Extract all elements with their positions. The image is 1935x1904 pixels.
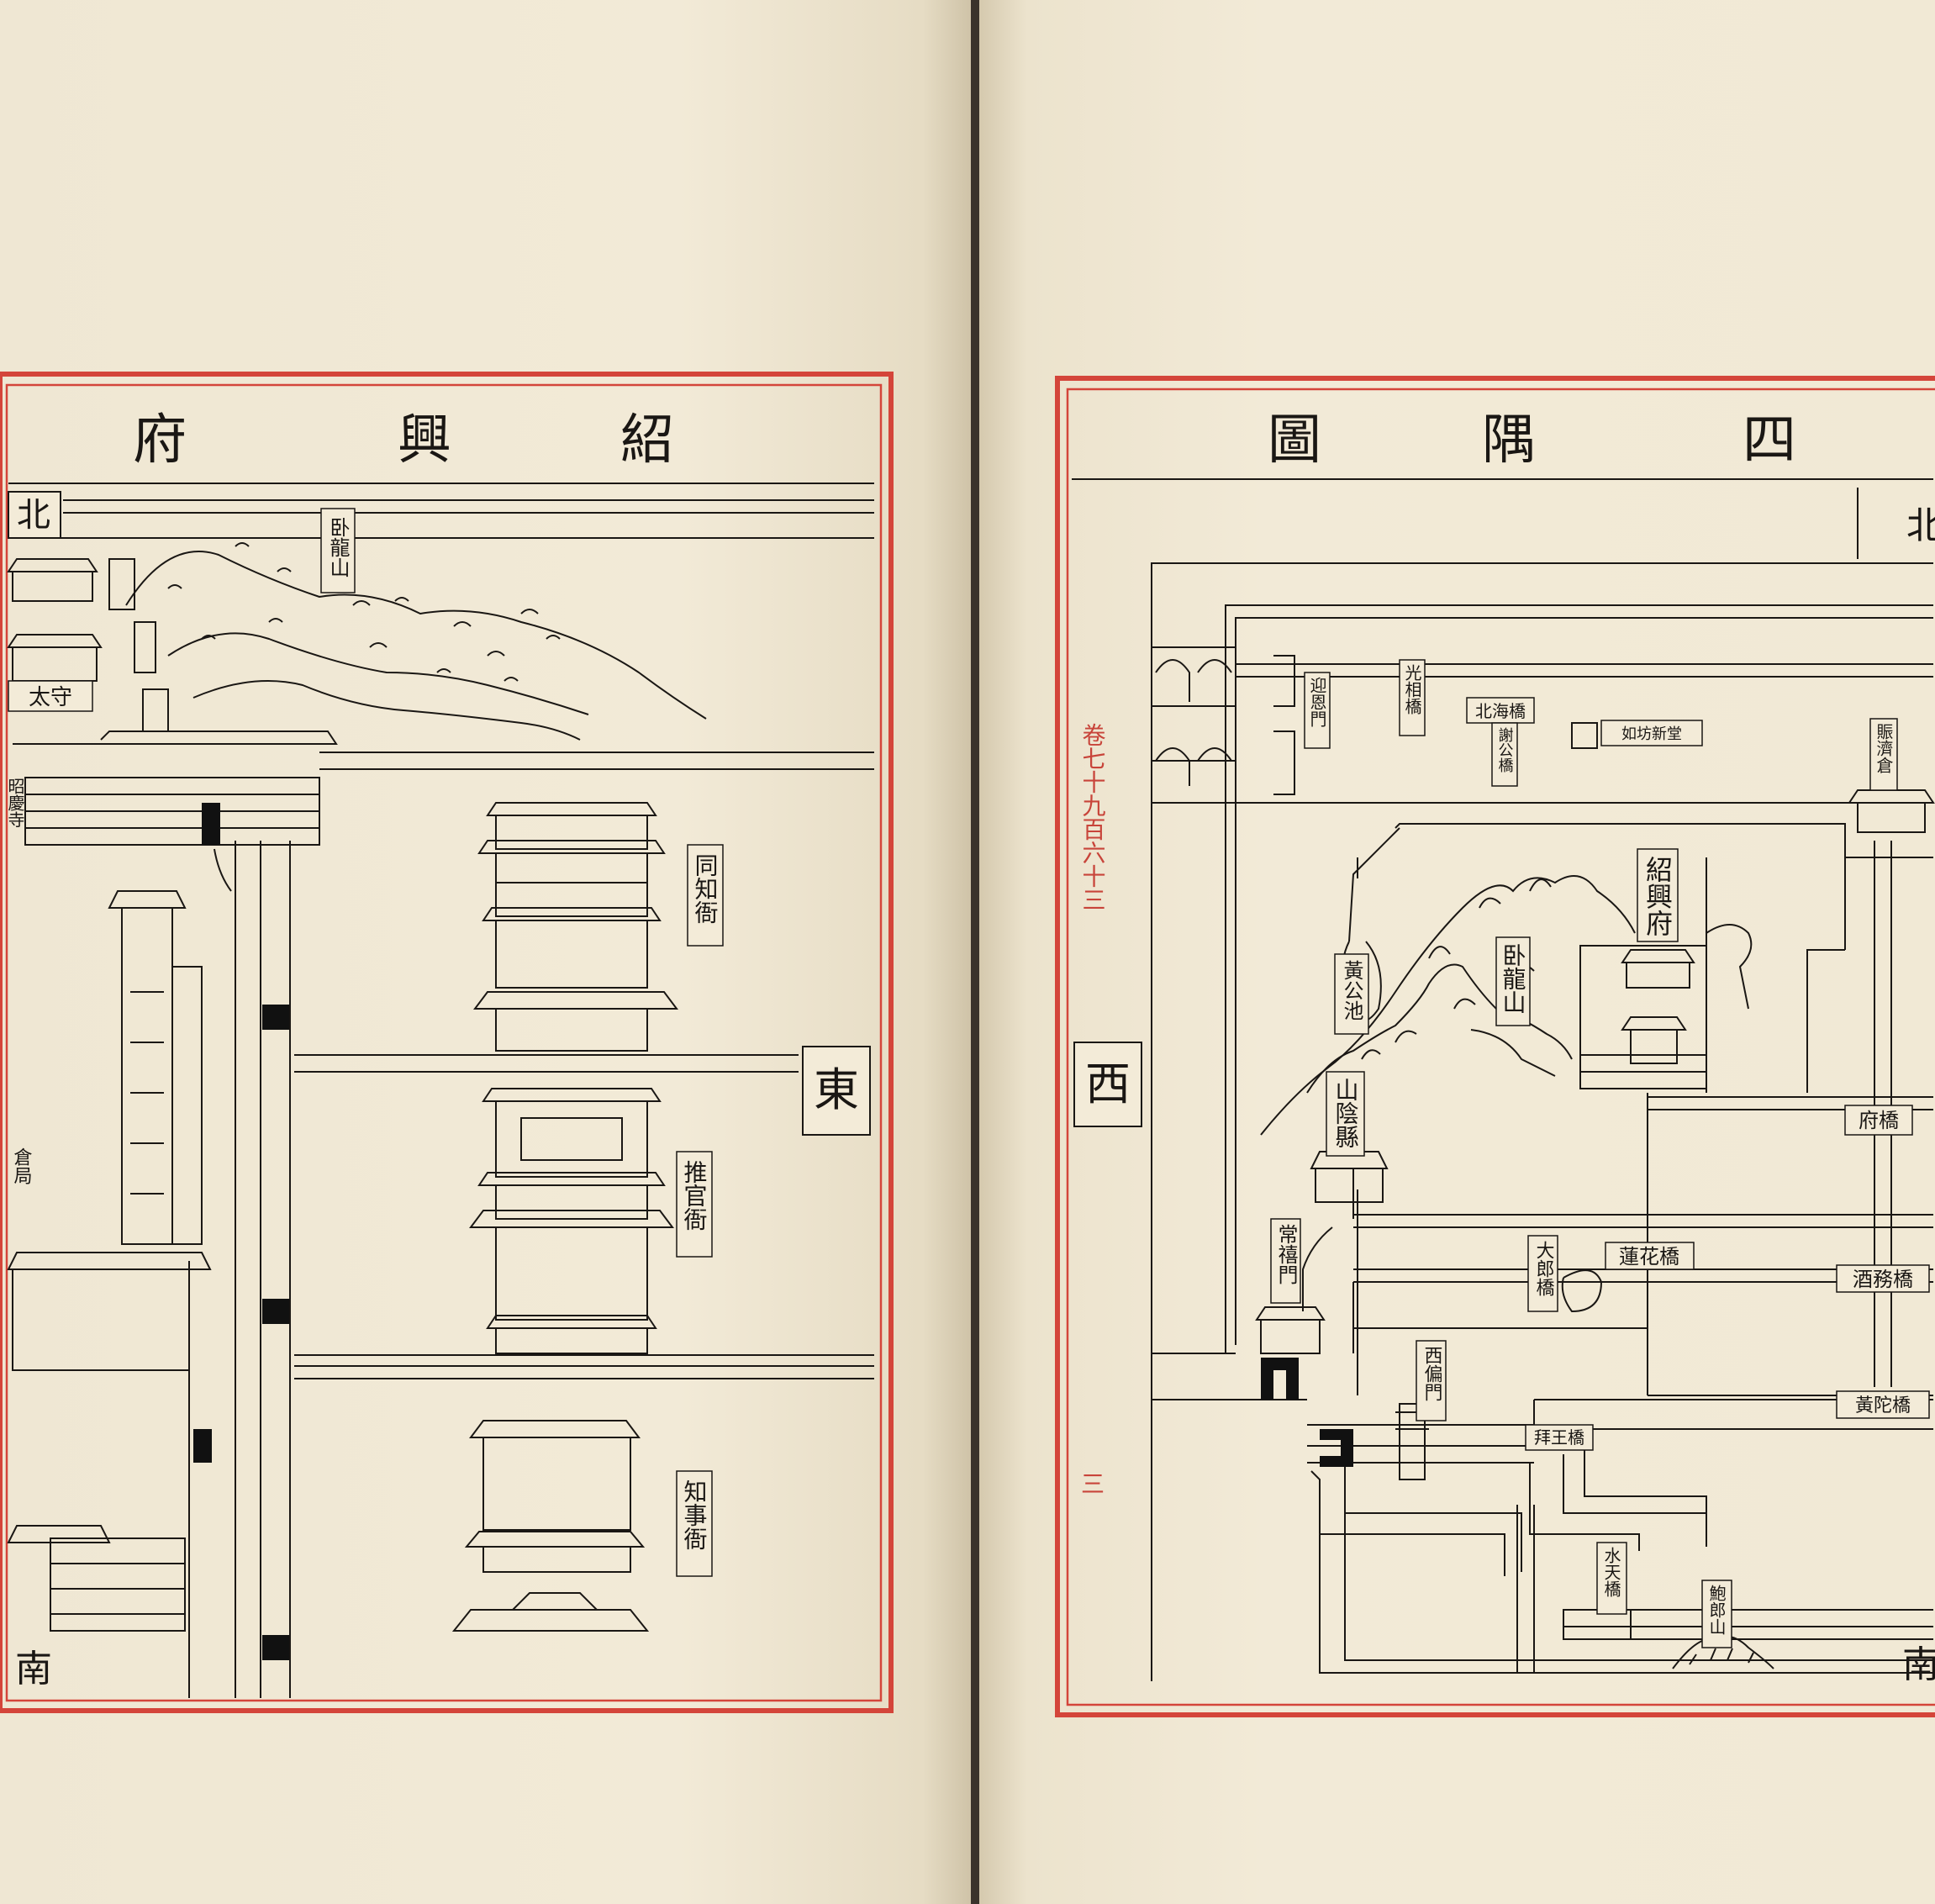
right-direction-south: 南 <box>1902 1643 1935 1686</box>
right-label-baolang-text: 鮑郎山 <box>1706 1585 1727 1635</box>
left-direction-north-box: 北 <box>8 491 61 539</box>
right-label-xipian-text: 西偏門 <box>1421 1346 1443 1401</box>
right-label-beihai-text: 北海橋 <box>1475 701 1526 721</box>
right-label-huangtuo-text: 黃陀橋 <box>1855 1395 1911 1416</box>
right-label-shaoxing-fu-text: 紹興府 <box>1642 856 1674 936</box>
right-label-baolang: 鮑郎山 <box>1701 1580 1732 1648</box>
right-buildings <box>1255 655 1935 1480</box>
right-label-yizhen: 拜王橋 <box>1525 1424 1594 1451</box>
right-label-guangxiang: 光相橋 <box>1399 659 1426 736</box>
right-frame <box>1055 376 1935 1717</box>
left-label-tuiguan-text: 推官衙 <box>681 1160 709 1231</box>
left-roads <box>8 499 874 1698</box>
right-mountain-drawing <box>1260 875 1753 1136</box>
left-label-zhishi: 知事衙 <box>676 1470 713 1577</box>
left-direction-east: 東 <box>814 1063 859 1116</box>
right-label-shaoxing-fu: 紹興府 <box>1637 848 1679 942</box>
left-label-zhishi-text: 知事衙 <box>681 1479 709 1550</box>
right-label-guangxiang-text: 光相橋 <box>1402 664 1422 715</box>
left-page <box>0 0 971 1904</box>
right-direction-west-box: 西 <box>1073 1042 1142 1127</box>
shaoxing-fu-compound <box>1579 945 1707 1089</box>
right-label-changxi: 常禧門 <box>1270 1218 1301 1304</box>
left-title-char-1: 紹 <box>620 409 674 472</box>
left-title-char-2: 興 <box>398 409 451 472</box>
right-label-dalang-text: 大郎橋 <box>1533 1241 1555 1296</box>
right-label-shanyin-text: 山陰縣 <box>1332 1078 1360 1148</box>
right-label-lianhua-text: 蓮花橋 <box>1619 1245 1679 1268</box>
right-title-char-1: 四 <box>1743 409 1796 472</box>
right-label-xipian: 西偏門 <box>1416 1340 1447 1421</box>
right-label-shuitian: 水天橋 <box>1596 1542 1627 1615</box>
right-label-zhenghu: 賑濟倉 <box>1869 718 1898 791</box>
left-label-tongzhi: 同知衙 <box>687 844 724 947</box>
right-label-yingen-text: 迎恩門 <box>1307 677 1327 727</box>
right-label-shanyin: 山陰縣 <box>1326 1071 1365 1157</box>
left-mountain-drawing <box>125 542 707 741</box>
left-label-partial: 倉局 <box>11 1147 33 1184</box>
right-label-yizhen-text: 拜王橋 <box>1534 1427 1584 1448</box>
right-label-wolong: 卧龍山 <box>1495 936 1531 1026</box>
left-buildings <box>7 558 678 1632</box>
right-city-walls <box>1151 488 1933 1681</box>
left-label-tuiguan: 推官衙 <box>676 1151 713 1258</box>
right-label-zhenghu-text: 賑濟倉 <box>1874 723 1894 773</box>
right-label-shuitian-text: 水天橋 <box>1601 1547 1621 1598</box>
right-direction-north: 北 <box>1906 504 1935 547</box>
margin-page-number: 三 <box>1081 1470 1105 1498</box>
left-direction-north: 北 <box>17 496 50 535</box>
left-direction-east-box: 東 <box>802 1046 871 1136</box>
right-label-yingen: 迎恩門 <box>1304 672 1331 749</box>
right-label-dalang: 大郎橋 <box>1527 1235 1558 1312</box>
right-label-huangtuo: 黃陀橋 <box>1836 1390 1930 1419</box>
left-gates <box>193 803 289 1660</box>
left-label-tongzhi-text: 同知衙 <box>692 853 720 924</box>
left-direction-south: 南 <box>15 1648 52 1690</box>
right-title-char-3: 圖 <box>1268 409 1321 472</box>
book-gutter <box>971 0 979 1904</box>
right-gates <box>1261 1358 1353 1467</box>
right-label-beihai: 北海橋 <box>1466 697 1535 724</box>
margin-volume-text: 卷七十九百六十三 <box>1079 723 1107 911</box>
left-label-taishou: 太守 <box>8 680 93 712</box>
right-label-huanggong: 黃公池 <box>1334 953 1369 1035</box>
left-label-taishou-text: 太守 <box>29 685 72 710</box>
right-label-wolong-text: 卧龍山 <box>1500 943 1527 1014</box>
right-label-xiegong-text: 謝公橋 <box>1496 727 1514 773</box>
right-title-char-2: 隅 <box>1482 409 1536 472</box>
right-label-jiuwu: 酒務橋 <box>1836 1264 1930 1293</box>
right-label-changxi-text: 常禧門 <box>1274 1224 1298 1284</box>
right-direction-west: 西 <box>1085 1057 1131 1110</box>
right-page <box>979 0 1935 1904</box>
right-label-rufang: 如坊新堂 <box>1600 720 1703 746</box>
left-label-wolong: 卧龍山 <box>320 508 356 593</box>
right-label-fu-bridge: 府橋 <box>1844 1105 1913 1136</box>
right-label-lianhua: 蓮花橋 <box>1605 1242 1695 1270</box>
right-label-jiuwu-text: 酒務橋 <box>1853 1268 1913 1291</box>
right-label-rufang-text: 如坊新堂 <box>1621 725 1682 743</box>
left-label-temple: 昭慶寺 <box>5 778 25 828</box>
left-label-wolong-text: 卧龍山 <box>326 517 350 578</box>
left-title-char-3: 府 <box>133 409 187 472</box>
right-label-fu-bridge-text: 府橋 <box>1859 1109 1899 1132</box>
left-frame <box>0 372 894 1713</box>
right-label-xiegong: 謝公橋 <box>1491 722 1518 787</box>
right-label-huanggong-text: 黃公池 <box>1340 960 1363 1021</box>
